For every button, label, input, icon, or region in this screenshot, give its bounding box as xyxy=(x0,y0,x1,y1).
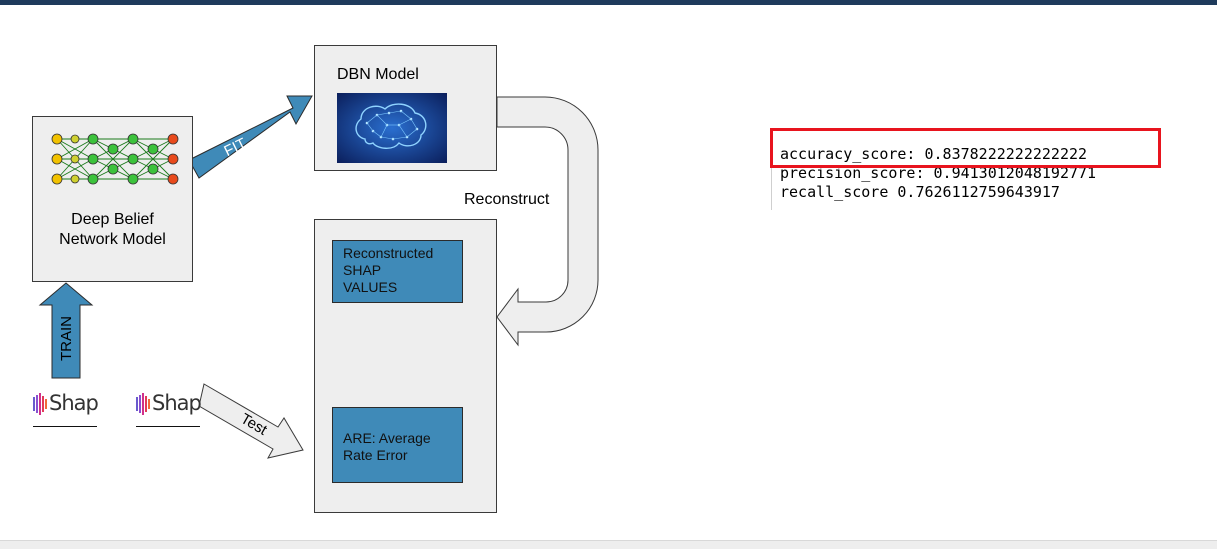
recall-score: recall_score 0.7626112759643917 xyxy=(780,183,1060,201)
accuracy-highlight-box xyxy=(770,128,1161,168)
test-arrow xyxy=(198,383,304,459)
reconstructed-shap-box: Reconstructed SHAP VALUES xyxy=(332,240,463,303)
reconstructed-shap-label: Reconstructed SHAP VALUES xyxy=(343,245,434,295)
shap-logo-underline xyxy=(33,426,97,427)
fit-arrow xyxy=(188,95,313,179)
output-left-rule xyxy=(771,130,772,210)
reconstruct-arrow xyxy=(496,96,599,347)
shap-logo-icon xyxy=(136,393,150,415)
shap-logo-text: Shap xyxy=(49,391,99,415)
shap-logo-text: Shap xyxy=(152,391,202,415)
shap-logo-train: Shap xyxy=(33,388,99,428)
dbn-model-box: DBN Model xyxy=(314,45,497,171)
shap-logo-icon xyxy=(33,393,47,415)
train-label: TRAIN xyxy=(58,316,75,361)
neural-network-icon xyxy=(51,133,179,185)
accuracy-score: accuracy_score: 0.8378222222222222 xyxy=(780,145,1088,163)
are-label: ARE: Average Rate Error xyxy=(343,430,431,463)
reconstruct-label: Reconstruct xyxy=(464,191,550,208)
precision-score: precision_score: 0.9413012048192771 xyxy=(780,164,1097,182)
bottom-strip xyxy=(0,540,1217,549)
dbn-network-label: Deep Belief Network Model xyxy=(59,211,166,248)
train-arrow xyxy=(38,282,94,379)
brain-network-image xyxy=(337,93,447,163)
top-bar xyxy=(0,0,1217,5)
are-box: ARE: Average Rate Error xyxy=(332,407,463,483)
dbn-network-box: Deep Belief Network Model xyxy=(32,116,193,282)
shap-logo-underline xyxy=(136,426,200,427)
shap-logo-test: Shap xyxy=(136,388,202,428)
dbn-model-title: DBN Model xyxy=(337,66,419,83)
